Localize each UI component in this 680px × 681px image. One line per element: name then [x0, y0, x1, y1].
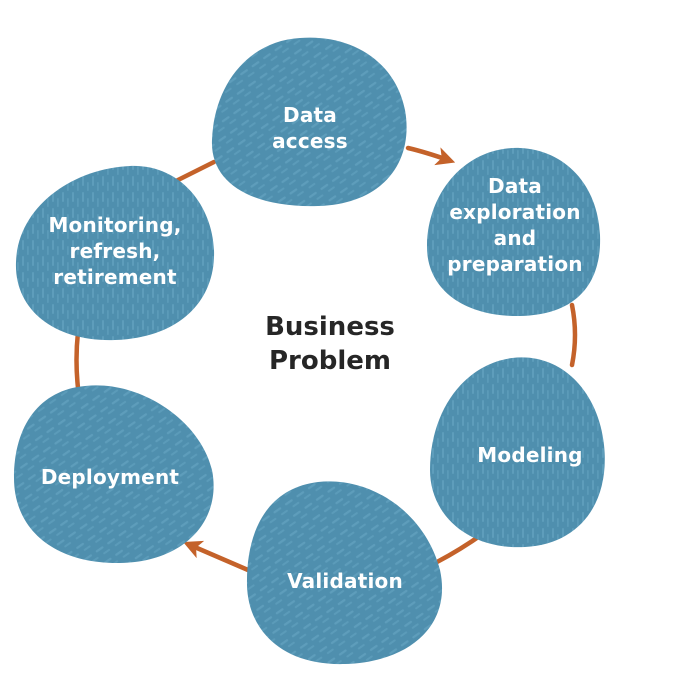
connector-exploration-to-modeling	[569, 302, 578, 368]
connector-data-access-to-exploration	[405, 145, 456, 166]
stage-blob-modeling	[430, 357, 605, 548]
stage-blob-data-exploration	[426, 147, 601, 317]
connector-monitoring-to-data-access	[173, 159, 217, 184]
stage-blob-monitoring	[15, 165, 215, 341]
stage-blob-data-access	[211, 37, 407, 207]
center-title-line: Problem	[269, 346, 391, 376]
stage-blob-deployment	[14, 385, 214, 564]
connector-deployment-to-monitoring	[74, 329, 81, 391]
connector-validation-to-deployment	[183, 540, 251, 573]
center-title-line: Business	[265, 312, 395, 342]
center-title: Business Problem	[230, 310, 430, 378]
stage-blob-validation	[246, 481, 443, 665]
